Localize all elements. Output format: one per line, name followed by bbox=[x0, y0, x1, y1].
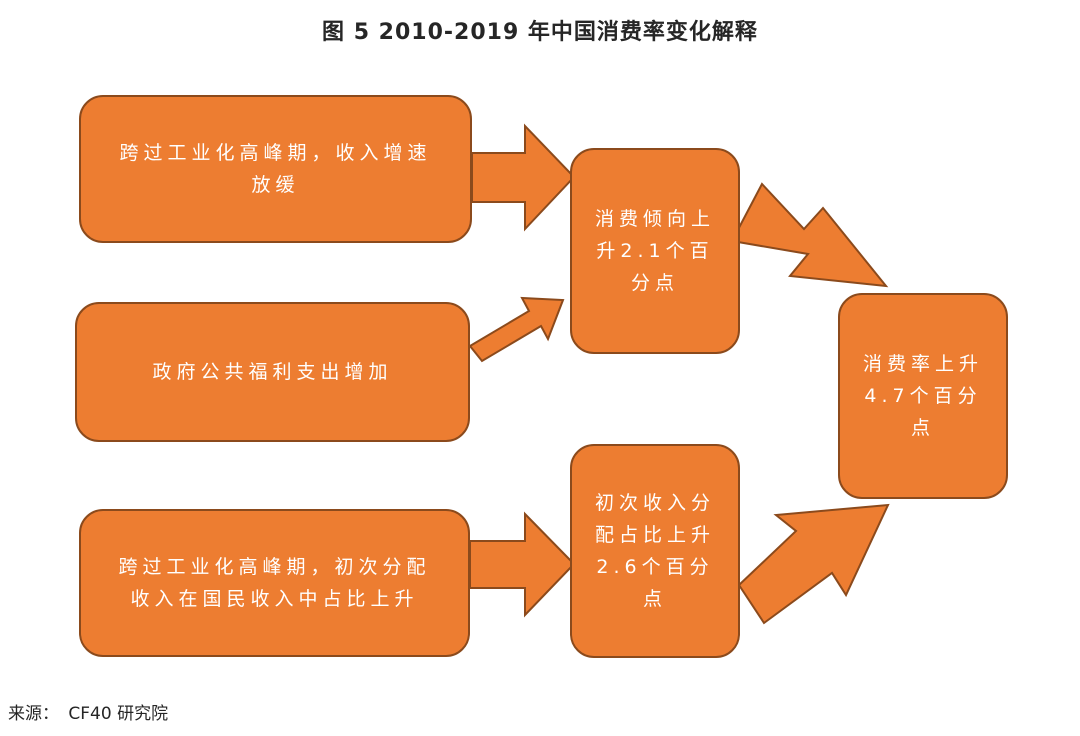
result-consumption-rate-label: 消费率上升4.7个百分点 bbox=[862, 353, 983, 439]
cause-primary-distribution-box: 跨过工业化高峰期，初次分配收入在国民收入中占比上升 bbox=[79, 509, 470, 657]
arrow-cause2-to-mid1 bbox=[468, 296, 565, 363]
cause-income-growth-slowdown-box: 跨过工业化高峰期，收入增速放缓 bbox=[79, 95, 472, 243]
cause-primary-distribution-label: 跨过工业化高峰期，初次分配收入在国民收入中占比上升 bbox=[118, 556, 431, 610]
mid-primary-income-share-box: 初次收入分配占比上升2.6个百分点 bbox=[570, 444, 740, 658]
source-label: 来源： bbox=[8, 704, 59, 724]
diagram-title: 图 5 2010-2019 年中国消费率变化解释 bbox=[322, 20, 758, 45]
arrow-cause1-to-mid1 bbox=[471, 123, 576, 232]
cause-public-welfare-label: 政府公共福利支出增加 bbox=[152, 361, 393, 383]
result-consumption-rate-box: 消费率上升4.7个百分点 bbox=[838, 293, 1008, 499]
mid-primary-income-share-label: 初次收入分配占比上升2.6个百分点 bbox=[594, 492, 715, 610]
mid-consumption-propensity-box: 消费倾向上升2.1个百分点 bbox=[570, 148, 740, 354]
cause-income-growth-slowdown-label: 跨过工业化高峰期，收入增速放缓 bbox=[119, 142, 432, 196]
source-note: 来源： CF40 研究院 bbox=[8, 699, 172, 724]
mid-consumption-propensity-label: 消费倾向上升2.1个百分点 bbox=[594, 208, 715, 294]
cause-public-welfare-box: 政府公共福利支出增加 bbox=[75, 302, 470, 442]
arrow-mid2-to-result bbox=[737, 503, 890, 625]
arrow-mid1-to-result bbox=[730, 182, 889, 288]
source-value: CF40 研究院 bbox=[68, 704, 169, 724]
arrow-cause3-to-mid2 bbox=[469, 511, 576, 618]
